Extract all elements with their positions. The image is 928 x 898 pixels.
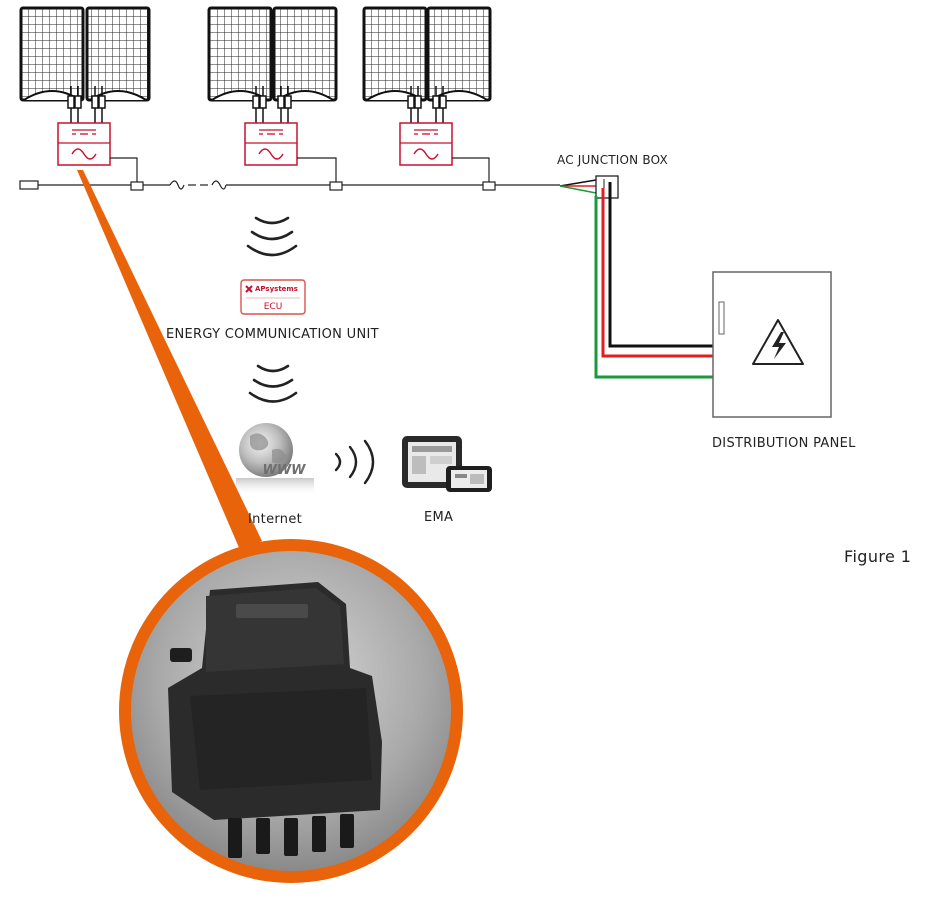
- solar-panel-icon: [362, 6, 492, 102]
- ecu-brand: APsystems: [255, 285, 298, 293]
- solar-panel-icon: [19, 6, 151, 102]
- bus-end-cap: [19, 180, 39, 190]
- microinverter-icon: [399, 122, 453, 166]
- distribution-panel-label: DISTRIBUTION PANEL: [712, 436, 856, 451]
- distribution-panel: [712, 271, 832, 418]
- bus-tap-connector: [329, 181, 343, 191]
- wireless-signal-icon: [246, 216, 298, 257]
- solar-panel-group-1: [19, 6, 151, 183]
- wireless-signal-icon: [334, 439, 375, 485]
- ac-junction-box-label: AC JUNCTION BOX: [557, 153, 668, 167]
- microinverter-icon: [244, 122, 298, 166]
- microinverter-icon: [57, 122, 111, 166]
- bus-tap-connector: [130, 181, 144, 191]
- internet-label: Internet: [248, 512, 303, 527]
- ecu-label: ENERGY COMMUNICATION UNIT: [166, 327, 379, 342]
- ema-devices: [402, 436, 492, 492]
- microinverter-photo: [119, 539, 463, 883]
- ecu-device: APsystems ECU: [240, 279, 306, 315]
- pv-connectors: [407, 86, 447, 124]
- wireless-signal-icon: [248, 364, 298, 403]
- bus-tap-connector: [482, 181, 496, 191]
- globe-icon: WWW: [236, 423, 314, 496]
- ac-trunk-cable: [19, 180, 560, 191]
- pv-connectors: [67, 86, 106, 124]
- callout-beam: [77, 170, 262, 550]
- dc-connectors: [228, 814, 354, 858]
- solar-panel-icon: [207, 6, 338, 102]
- figure-caption: Figure 1: [844, 547, 912, 566]
- phone-icon: [446, 466, 492, 492]
- ecu-model: ECU: [264, 302, 283, 312]
- ema-label: EMA: [424, 510, 454, 525]
- globe-www: WWW: [262, 463, 306, 478]
- solar-panel-group-2: [207, 6, 338, 183]
- pv-connectors: [252, 86, 292, 124]
- ac-wires: [594, 182, 714, 379]
- microinverter-body: [168, 582, 382, 858]
- high-voltage-icon: [752, 319, 804, 365]
- solar-panel-group-3: [362, 6, 492, 183]
